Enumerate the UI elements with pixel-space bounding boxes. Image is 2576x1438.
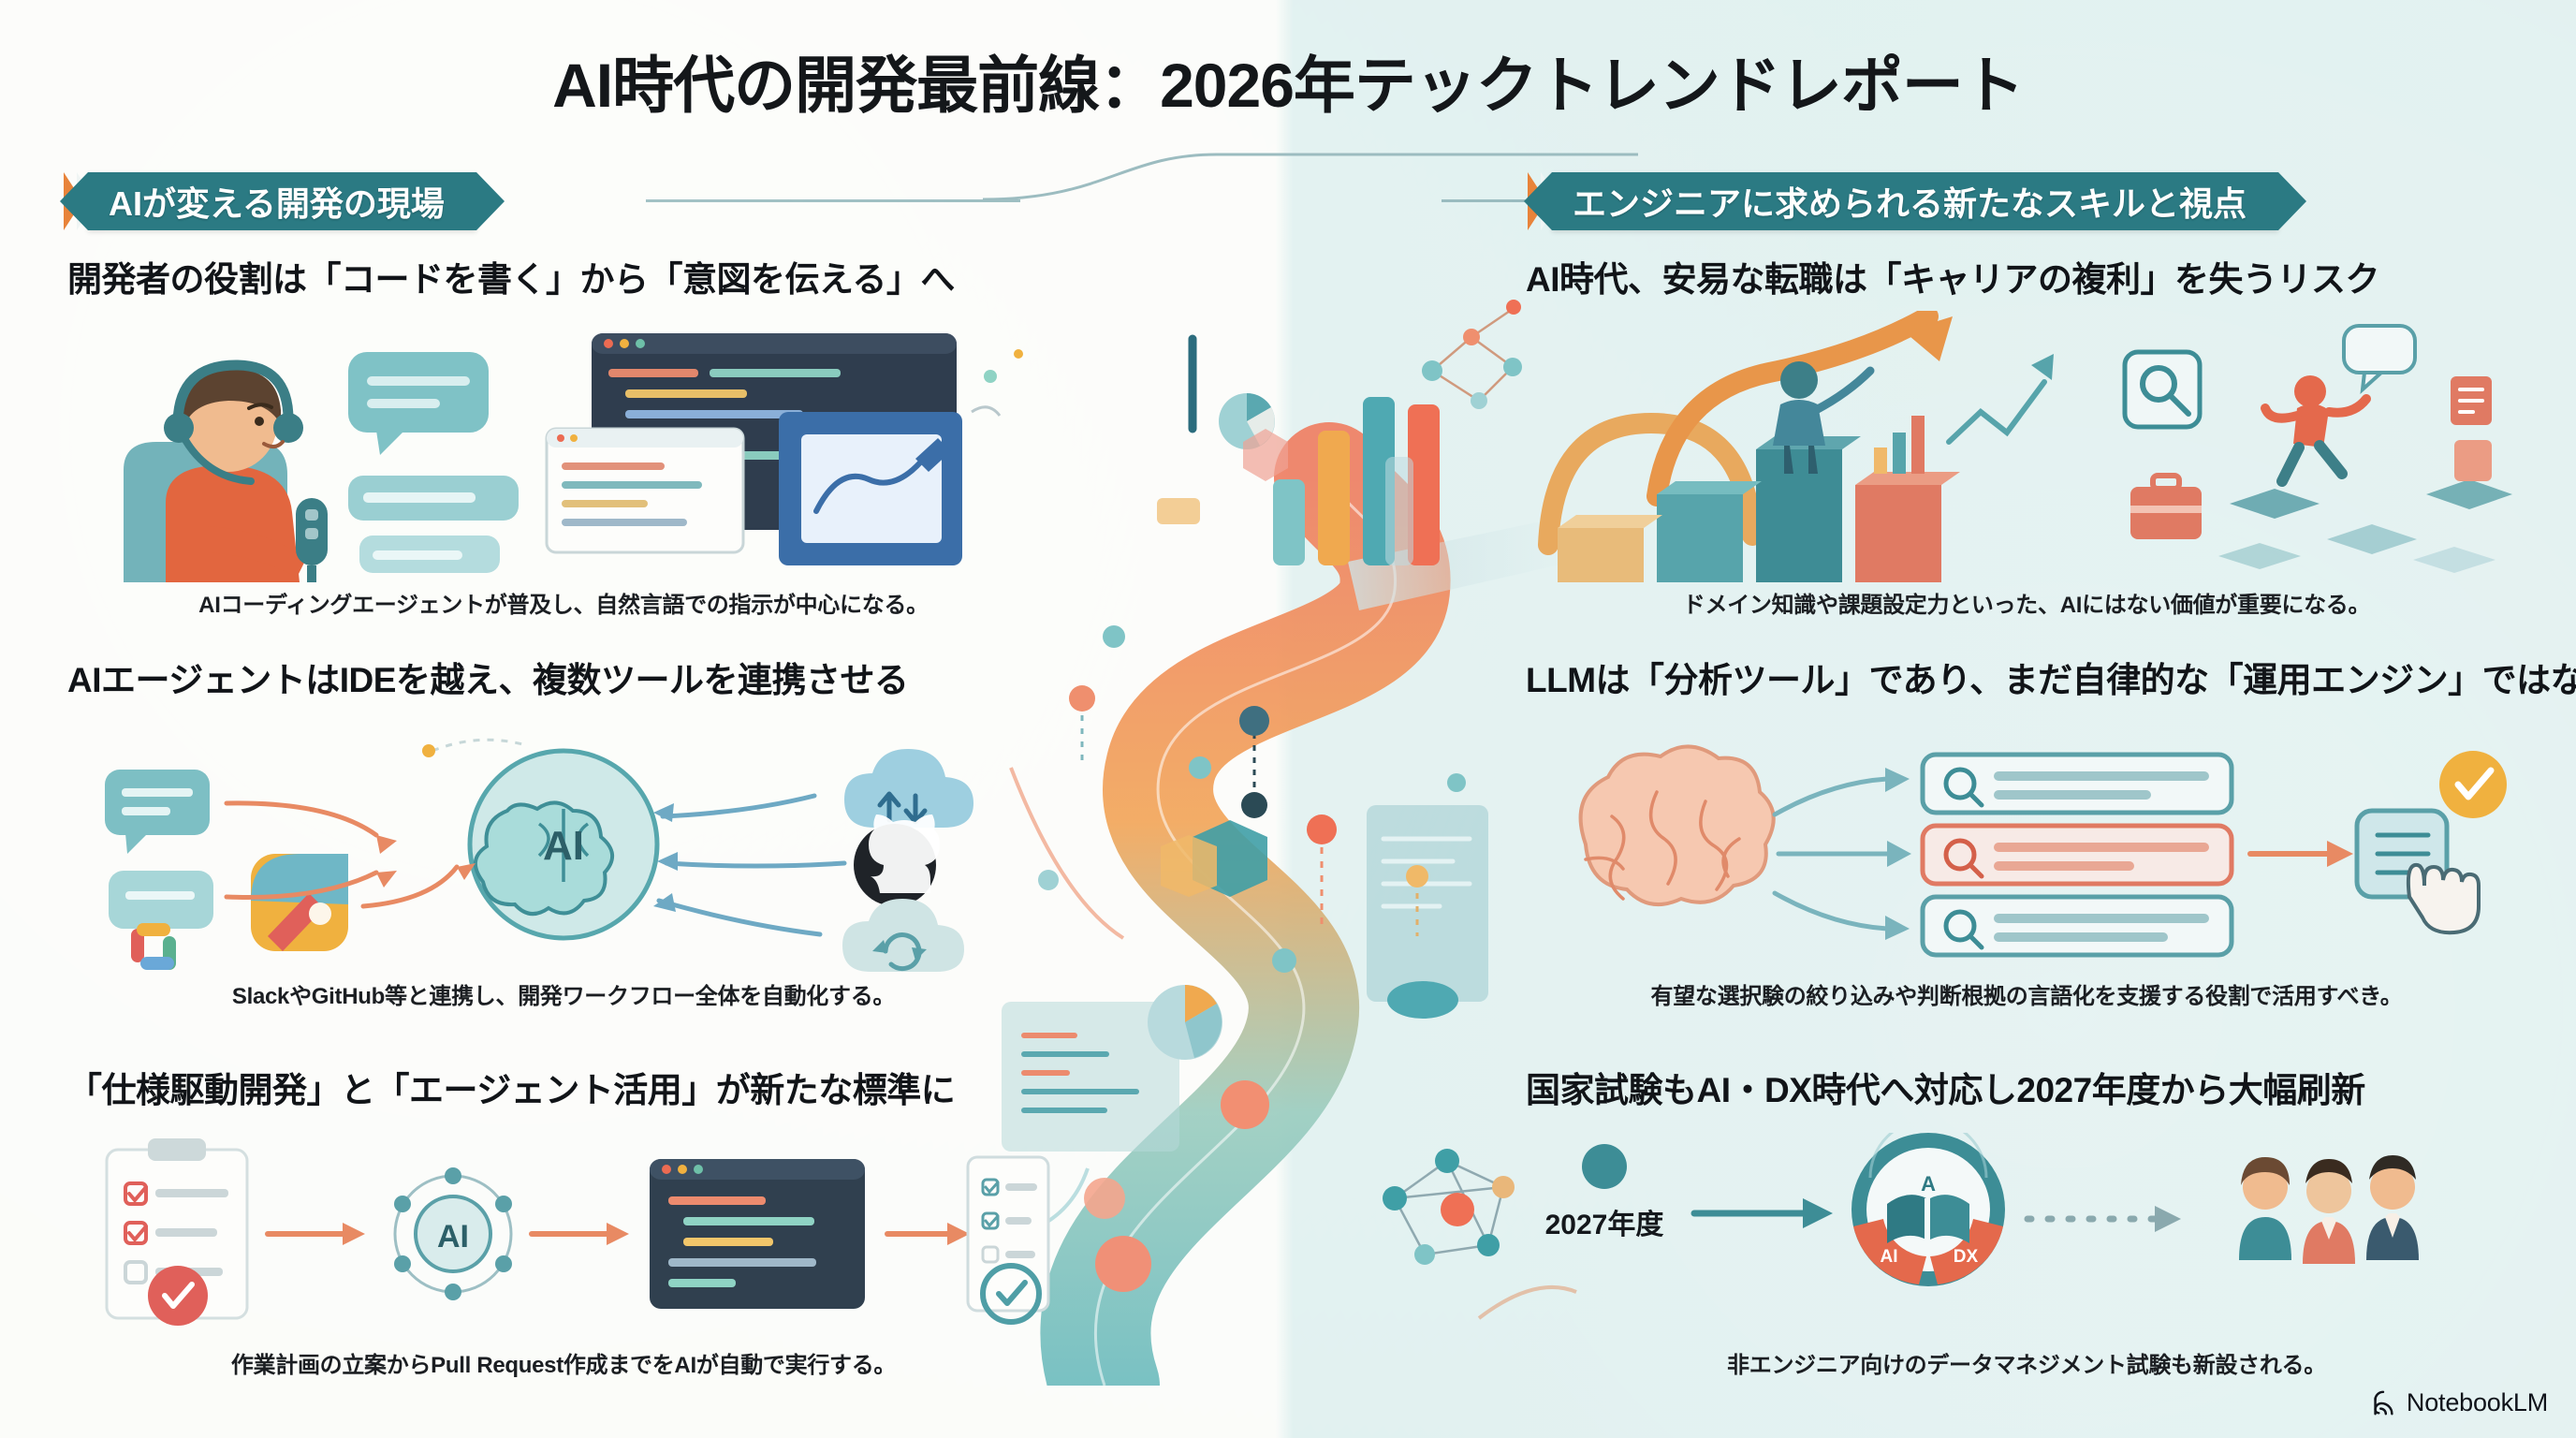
center-data-road-illustration — [1001, 300, 1577, 1386]
left-block-3: 「仕様駆動開発」と「エージェント活用」が新たな標準に — [67, 1062, 1144, 1417]
left-block-3-headline: 「仕様駆動開発」と「エージェント活用」が新たな標準に — [67, 1071, 956, 1109]
header-banner-left: AIが変える開発の現場 — [60, 172, 505, 230]
right-block-3-headline: 国家試験もAI・DX時代へ対応し2027年度から大幅刷新 — [1526, 1071, 2365, 1109]
timeline-year-label: 2027年度 — [1545, 1210, 1664, 1240]
right-block-1-caption: ドメイン知識や課題設定力といった、AIにはない価値が重要になる。 — [1682, 593, 2371, 618]
watermark-label: NotebookLM — [2406, 1388, 2548, 1416]
ai-node-label: AI — [437, 1219, 469, 1255]
left-block-2-illustration: AI — [67, 713, 1144, 976]
header-tail-right — [1442, 199, 1544, 202]
notebooklm-watermark: NotebookLM — [2369, 1388, 2548, 1417]
section-header-right: エンジニアに求められる新たなスキルと視点 — [1523, 170, 2307, 232]
left-block-1: 開発者の役割は「コードを書く」から「意図を伝える」へ — [67, 251, 1144, 635]
section-header-right-label: エンジニアに求められる新たなスキルと視点 — [1573, 184, 2247, 223]
left-column: 開発者の役割は「コードを書く」から「意図を伝える」へ — [67, 251, 1144, 1417]
header-connector-curve — [983, 153, 1638, 201]
left-block-1-caption: AIコーディングエージェントが普及し、自然言語での指示が中心になる。 — [198, 593, 929, 618]
right-block-3: 国家試験もAI・DX時代へ対応し2027年度から大幅刷新 2027年度 — [1526, 1062, 2576, 1417]
right-block-2-caption: 有望な選択験の絞り込みや判断根拠の言語化を支援する役割で活用すべき。 — [1650, 984, 2403, 1009]
header-banner-right: エンジニアに求められる新たなスキルと視点 — [1523, 172, 2307, 230]
right-block-1-headline: AI時代、安易な転職は「キャリアの複利」を失うリスク — [1526, 260, 2380, 299]
ai-hub-label: AI — [543, 823, 584, 869]
header-tail-left — [646, 199, 1020, 202]
section-header-left: AIが変える開発の現場 — [60, 170, 505, 232]
section-header-left-label: AIが変える開発の現場 — [109, 184, 445, 223]
right-column: AI時代、安易な転職は「キャリアの複利」を失うリスク — [1526, 251, 2576, 1417]
left-block-1-headline: 開発者の役割は「コードを書く」から「意図を伝える」へ — [67, 260, 955, 299]
right-block-2: LLMは「分析ツール」であり、まだ自律的な「運用エンジン」ではない — [1526, 652, 2576, 1045]
left-block-2-caption: SlackやGitHub等と連携し、開発ワークフロー全体を自動化する。 — [231, 984, 896, 1009]
left-block-1-illustration — [67, 311, 1144, 582]
right-block-3-caption: 非エンジニア向けのデータマネジメント試験も新設される。 — [1727, 1353, 2326, 1378]
left-block-2-headline: AIエージェントはIDEを越え、複数ツールを連携させる — [67, 661, 909, 699]
left-block-3-illustration: AI — [67, 1125, 1144, 1341]
svg-text:A: A — [1921, 1172, 1936, 1196]
right-block-3-illustration: 2027年度 AI DX — [1526, 1133, 2576, 1339]
badge-label-dx: DX — [1954, 1247, 1979, 1267]
right-block-2-headline: LLMは「分析ツール」であり、まだ自律的な「運用エンジン」ではない — [1526, 661, 2576, 699]
left-block-2: AIエージェントはIDEを越え、複数ツールを連携させる AI — [67, 652, 1144, 1045]
right-block-2-illustration — [1526, 713, 2576, 976]
right-block-1-illustration — [1526, 311, 2576, 582]
badge-label-ai: AI — [1881, 1247, 1898, 1267]
page-title: AI時代の開発最前線：2026年テックトレンドレポート — [552, 51, 2025, 120]
right-block-1: AI時代、安易な転職は「キャリアの複利」を失うリスク — [1526, 251, 2576, 635]
left-block-3-caption: 作業計画の立案からPull Request作成までをAIが自動で実行する。 — [230, 1353, 897, 1378]
notebooklm-spiral-icon — [2374, 1390, 2393, 1415]
